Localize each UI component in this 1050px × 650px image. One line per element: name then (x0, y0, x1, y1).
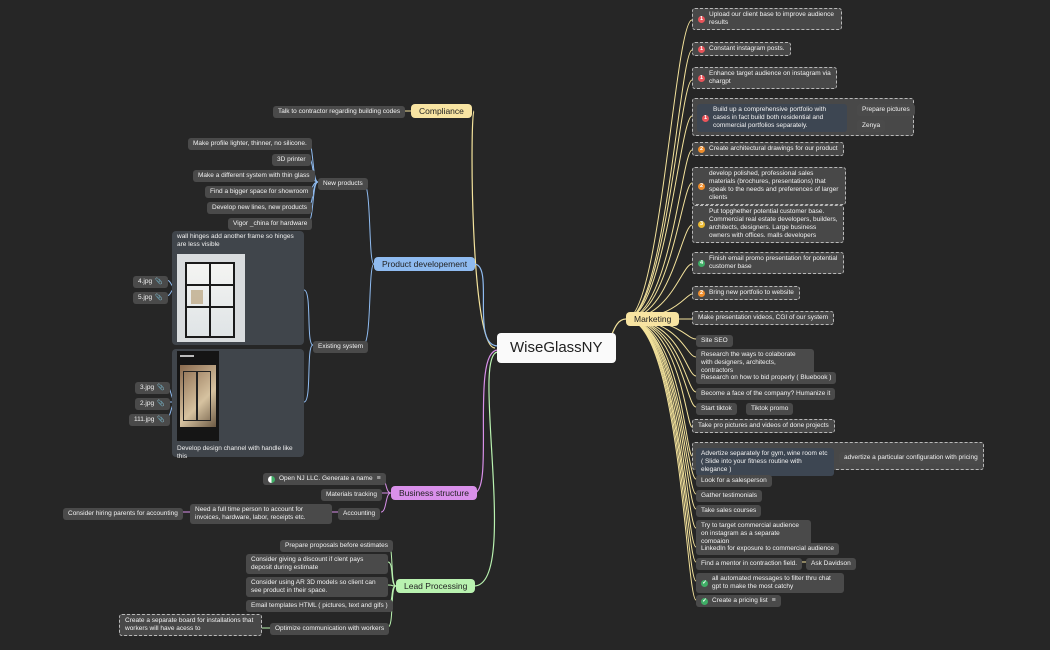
task-done-icon: ✓ (701, 579, 708, 587)
attachment-icon: 📎 (157, 385, 165, 391)
lead-item[interactable]: Consider using AR 3D models so client ca… (246, 577, 388, 597)
notes-icon: ≡ (376, 475, 381, 482)
tiktok-sub-item[interactable]: Tiktok promo (746, 403, 794, 415)
compliance-item[interactable]: Talk to contractor regarding building co… (273, 106, 406, 118)
lead-item[interactable]: Prepare proposals before estimates (280, 540, 393, 552)
new-product-item[interactable]: 3D printer (272, 154, 311, 166)
priority-1-icon: 1 (698, 45, 705, 53)
new-product-item[interactable]: Develop new lines, new products (207, 202, 313, 214)
task-done-icon: ✓ (701, 597, 708, 605)
hinges-text: wall hinges add another frame so hinges … (177, 233, 294, 248)
marketing-item[interactable]: Research on how to bid properly ( Bluebo… (696, 372, 837, 384)
accounting-node[interactable]: Accounting (338, 508, 381, 520)
lead-item[interactable]: Email templates HTML ( pictures, text an… (246, 600, 393, 612)
priority-1-icon: 1 (698, 15, 705, 23)
attachment-icon: 📎 (157, 417, 165, 423)
existing-system-node[interactable]: Existing system (313, 341, 369, 353)
marketing-item[interactable]: Find a mentor in contraction field. (696, 558, 803, 570)
marketing-item[interactable]: Site SEO (696, 335, 733, 347)
hinges-card[interactable]: wall hinges add another frame so hinges … (172, 231, 304, 345)
new-product-item[interactable]: Vigor _china for hardware (228, 218, 313, 230)
marketing-item[interactable]: Advertize separately for gym, wine room … (696, 448, 834, 476)
priority-3-icon: 3 (698, 220, 705, 228)
new-product-item[interactable]: Find a bigger space for showroom (205, 186, 314, 198)
marketing-item[interactable]: Start tiktok (696, 403, 737, 415)
advertize-sub-item[interactable]: advertize a particular configuration wit… (839, 452, 983, 464)
priority-2-icon: 2 (698, 145, 705, 153)
priority-2-icon: 2 (698, 182, 705, 190)
lead-item[interactable]: Optimize communication with workers (270, 623, 390, 635)
topic-compliance[interactable]: Compliance (411, 104, 472, 118)
attachment-item[interactable]: 4.jpg📎 (133, 276, 168, 288)
new-product-item[interactable]: Make profile lighter, thinner, no silico… (188, 138, 312, 150)
new-product-item[interactable]: Make a different system with thin glass (193, 170, 315, 182)
marketing-task-done[interactable]: ✓Create a pricing list≡ (696, 595, 781, 607)
attachment-icon: 📎 (157, 401, 165, 407)
task-half-icon (268, 475, 275, 483)
portfolio-sub-item[interactable]: Prepare pictures (857, 104, 915, 116)
marketing-item[interactable]: Gather testimonials (696, 490, 762, 502)
portfolio-sub-item[interactable]: Zenya (857, 120, 886, 132)
mentor-sub-item[interactable]: Ask Davidson (806, 558, 856, 570)
topic-business-structure[interactable]: Business structure (391, 486, 477, 500)
hire-parents-node[interactable]: Consider hiring parents for accounting (63, 508, 183, 520)
phone-screenshot-image (177, 351, 219, 441)
priority-1-icon: 1 (698, 74, 705, 82)
topic-product-development[interactable]: Product developement (374, 257, 476, 271)
channel-card[interactable]: Develop design channel with handle like … (172, 349, 304, 460)
attachment-icon: 📎 (155, 279, 163, 285)
marketing-item[interactable]: LinkedIn for exposure to commercial audi… (696, 543, 839, 555)
marketing-item[interactable]: Take pro pictures and videos of done pro… (692, 419, 835, 433)
attachment-item[interactable]: 3.jpg📎 (135, 382, 170, 394)
marketing-item[interactable]: Become a face of the company? Humanize i… (696, 388, 836, 400)
attachment-item[interactable]: 2.jpg📎 (135, 398, 170, 410)
door-photo-image (177, 254, 245, 342)
priority-2-icon: 2 (698, 289, 705, 297)
materials-tracking-node[interactable]: Materials tracking (321, 489, 382, 501)
fulltime-accountant-node[interactable]: Need a full time person to account for i… (190, 504, 332, 524)
marketing-item[interactable]: Take sales courses (696, 505, 762, 517)
marketing-item[interactable]: Look for a salesperson (696, 475, 772, 487)
new-products-node[interactable]: New products (318, 178, 368, 190)
root-topic[interactable]: WiseGlassNY (497, 333, 616, 363)
marketing-task-done[interactable]: ✓all automated messages to filter thru c… (696, 573, 844, 593)
marketing-item[interactable]: Make presentation videos, CGI of our sys… (692, 311, 835, 325)
notes-icon: ≡ (771, 597, 776, 604)
channel-text: Develop design channel with handle like … (177, 445, 293, 460)
attachment-item[interactable]: 111.jpg📎 (129, 414, 170, 426)
llc-task[interactable]: Open NJ LLC. Generate a name≡ (263, 473, 386, 485)
priority-1-icon: 1 (702, 114, 709, 122)
installations-board-node[interactable]: Create a separate board for installation… (119, 614, 262, 636)
priority-4-icon: 4 (698, 259, 705, 267)
attachment-item[interactable]: 5.jpg📎 (133, 292, 168, 304)
topic-lead-processing[interactable]: Lead Processing (396, 579, 476, 593)
topic-marketing[interactable]: Marketing (626, 312, 680, 326)
lead-item[interactable]: Consider giving a discount if clent pays… (246, 554, 388, 574)
advertize-group[interactable]: Advertize separately for gym, wine room … (692, 442, 984, 476)
attachment-icon: 📎 (155, 295, 163, 301)
